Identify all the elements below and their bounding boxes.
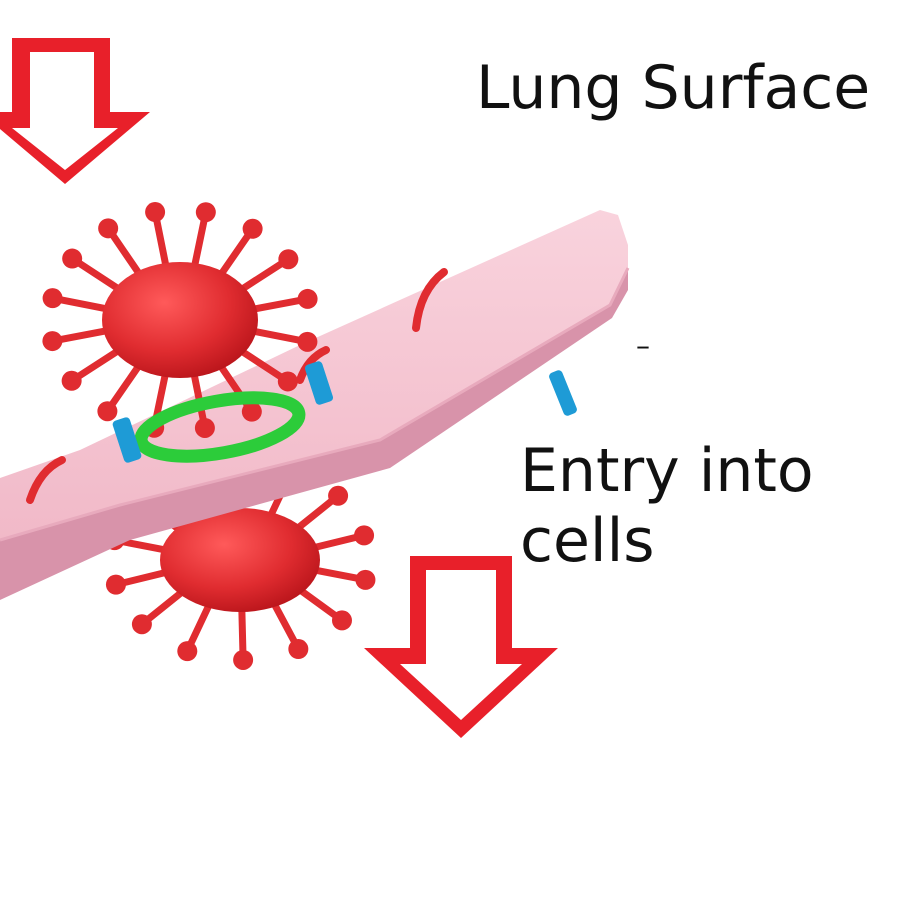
down-arrow-icon — [364, 556, 558, 738]
virus-spike-tip — [97, 401, 118, 422]
virus-spike-tip — [241, 401, 262, 422]
virus-spike-tip — [194, 417, 215, 438]
virus-spike-tip — [354, 525, 375, 546]
virus-spike-tip — [195, 202, 216, 223]
entry-label-line2: cells — [520, 506, 655, 576]
virus-body — [102, 262, 258, 378]
virus-upper — [42, 202, 318, 438]
entry-into-cells-label: Entry into cells — [520, 436, 814, 576]
virus-spike-tip — [242, 218, 263, 239]
down-arrow-icon — [0, 38, 150, 184]
virus-spike-tip — [331, 610, 352, 631]
virus-spike-tip — [177, 641, 198, 662]
virus-spike-tip — [297, 331, 318, 352]
lung-surface-label: Lung Surface — [476, 53, 871, 123]
receptor-arcs — [26, 268, 448, 504]
virus-spike-tip — [328, 485, 349, 506]
virus-spike-tip — [42, 288, 63, 309]
entry-label-line1: Entry into — [520, 436, 814, 506]
virus-spike-tip — [277, 371, 298, 392]
virus-spike-tip — [62, 248, 83, 269]
virus-spike-tip — [297, 288, 318, 309]
virus-spike-tip — [233, 649, 254, 670]
blue-receptors — [112, 361, 577, 463]
virus-body — [160, 508, 320, 612]
virus-spike-tip — [145, 202, 166, 223]
virus-spike-tip — [288, 639, 309, 660]
virus-spike-tip — [355, 569, 376, 590]
virus-spike-tip — [278, 249, 299, 270]
virus-spike-tip — [98, 218, 119, 239]
green-ring — [134, 391, 306, 463]
virus-spike-tip — [42, 331, 63, 352]
virus-spike-tip — [61, 370, 82, 391]
virus-spike-tip — [131, 614, 152, 635]
dash-mark: – — [636, 329, 650, 362]
virus-spike-tip — [105, 574, 126, 595]
